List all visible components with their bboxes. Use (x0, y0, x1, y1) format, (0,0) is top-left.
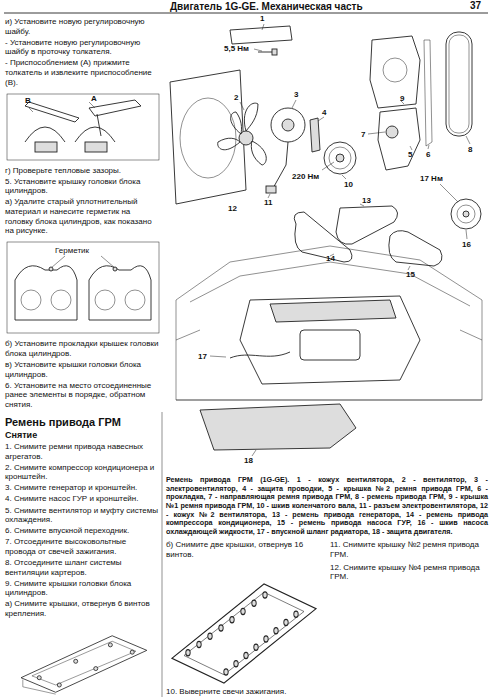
instruction-text: а) Снимите крышки, отвернув 6 винтов кре… (5, 599, 159, 618)
instruction-text: 1. Снимите ремни привода навесных агрега… (5, 442, 159, 461)
cover-screws-figure (164, 562, 324, 686)
instruction-text: и) Установите новую регулировочную шайбу… (5, 17, 159, 36)
instruction-text: 2. Снимите компрессор кондиционера и кро… (5, 463, 159, 482)
callout-number: 18 (244, 456, 253, 466)
instruction-text: 9. Снимите крышки головки блока цилиндро… (5, 579, 159, 598)
callout-number: 14 (326, 254, 335, 264)
instruction-text: в) Установите крышки головки блока цилин… (5, 360, 159, 379)
instruction-text: - Установите новую регулировочную шайбу … (5, 38, 159, 57)
head-cover-figure (5, 623, 161, 696)
callout-number: 17 (198, 352, 207, 362)
instruction-text: 4. Снимите насос ГУР и кронштейн. (5, 494, 159, 504)
callout-number: 5 (408, 150, 412, 160)
callout-number: 15 (406, 270, 415, 280)
callout-number: 4 (322, 108, 326, 118)
figure-label: B (25, 96, 31, 106)
instruction-text: 7. Отсоедините высоковольтные провода от… (5, 537, 159, 556)
torque-value: 5,5 Нм (224, 44, 249, 54)
callout-number: 16 (462, 240, 471, 250)
instruction-text: 11. Снимите крышку №2 ремня привода ГРМ. (330, 540, 488, 559)
torque-value: 17 Нм (420, 174, 443, 184)
callout-number: 13 (362, 196, 371, 206)
instruction-text: б) Снимите две крышки, отвернув 16 винто… (166, 540, 322, 559)
instruction-text: г) Проверьте тепловые зазоры. (5, 166, 159, 176)
instruction-text: 6. Установите на место отсоединенные ран… (5, 381, 159, 410)
instruction-text: 6. Снимите впускной переходник. (5, 526, 159, 536)
instruction-text: 12. Снимите крышку №4 ремня привода ГРМ. (330, 563, 488, 582)
instruction-text: 8. Отсоедините шланг системы вентиляции … (5, 558, 159, 577)
instruction-text: а) Удалите старый уплотнительный материа… (5, 197, 159, 235)
figure-label: Герметик (55, 246, 89, 256)
callout-number: 6 (426, 150, 430, 160)
page-number: 37 (470, 0, 481, 12)
callout-number: 10 (344, 180, 353, 190)
callout-number: 12 (228, 204, 237, 214)
subsection-heading: Снятие (5, 430, 159, 441)
instruction-text: 5. Установите крышку головки блока цилин… (5, 177, 159, 196)
callout-number: 8 (468, 145, 472, 155)
instruction-text: б) Установите прокладки крышек головки б… (5, 339, 159, 358)
torque-value: 220 Нм (292, 172, 319, 182)
page-title: Двигатель 1G-GE. Механическая часть (170, 1, 363, 13)
instruction-text: 3. Снимите генератор и кронштейн. (5, 483, 159, 493)
callout-number: 3 (294, 90, 298, 100)
callout-number: 9 (400, 94, 404, 104)
callout-number: 11 (264, 198, 272, 208)
section-heading: Ремень привода ГРМ (5, 416, 159, 429)
instruction-text: 10. Выверните свечи зажигания. (166, 687, 322, 697)
callout-number: 7 (361, 130, 365, 140)
callout-number: 1 (260, 14, 264, 24)
figure-caption: Ремень привода ГРМ (1G-GE). 1 - кожух ве… (166, 476, 488, 536)
instruction-text: - Приспособлением (A) прижмите толкатель… (5, 58, 159, 87)
figure-label: A (91, 94, 97, 104)
instruction-text: 5. Снимите вентилятор и муфту системы ох… (5, 506, 159, 525)
callout-number: 2 (234, 93, 238, 103)
